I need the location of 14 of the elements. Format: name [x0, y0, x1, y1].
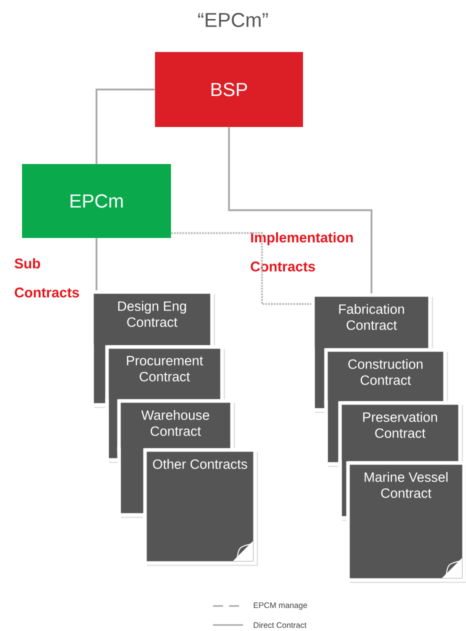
connector-line: [171, 232, 312, 305]
title: “EPCm”: [198, 12, 268, 28]
legend-label: Direct Contract: [254, 622, 306, 628]
connector-line: [228, 127, 372, 294]
connector-line: [96, 88, 155, 164]
contract-card: Fabrication Contract: [311, 293, 433, 353]
connector-line: [96, 238, 98, 290]
legend-label: EPCM manage: [254, 602, 308, 610]
organization-box: EPCm: [22, 164, 171, 238]
group-label: Implementation Contracts: [250, 232, 353, 272]
contract-card: Design Eng Contract: [90, 290, 215, 350]
contract-card: Marine Vessel Contract: [346, 461, 466, 583]
group-label: Sub Contracts: [14, 258, 79, 298]
organization-box: BSP: [155, 52, 303, 127]
